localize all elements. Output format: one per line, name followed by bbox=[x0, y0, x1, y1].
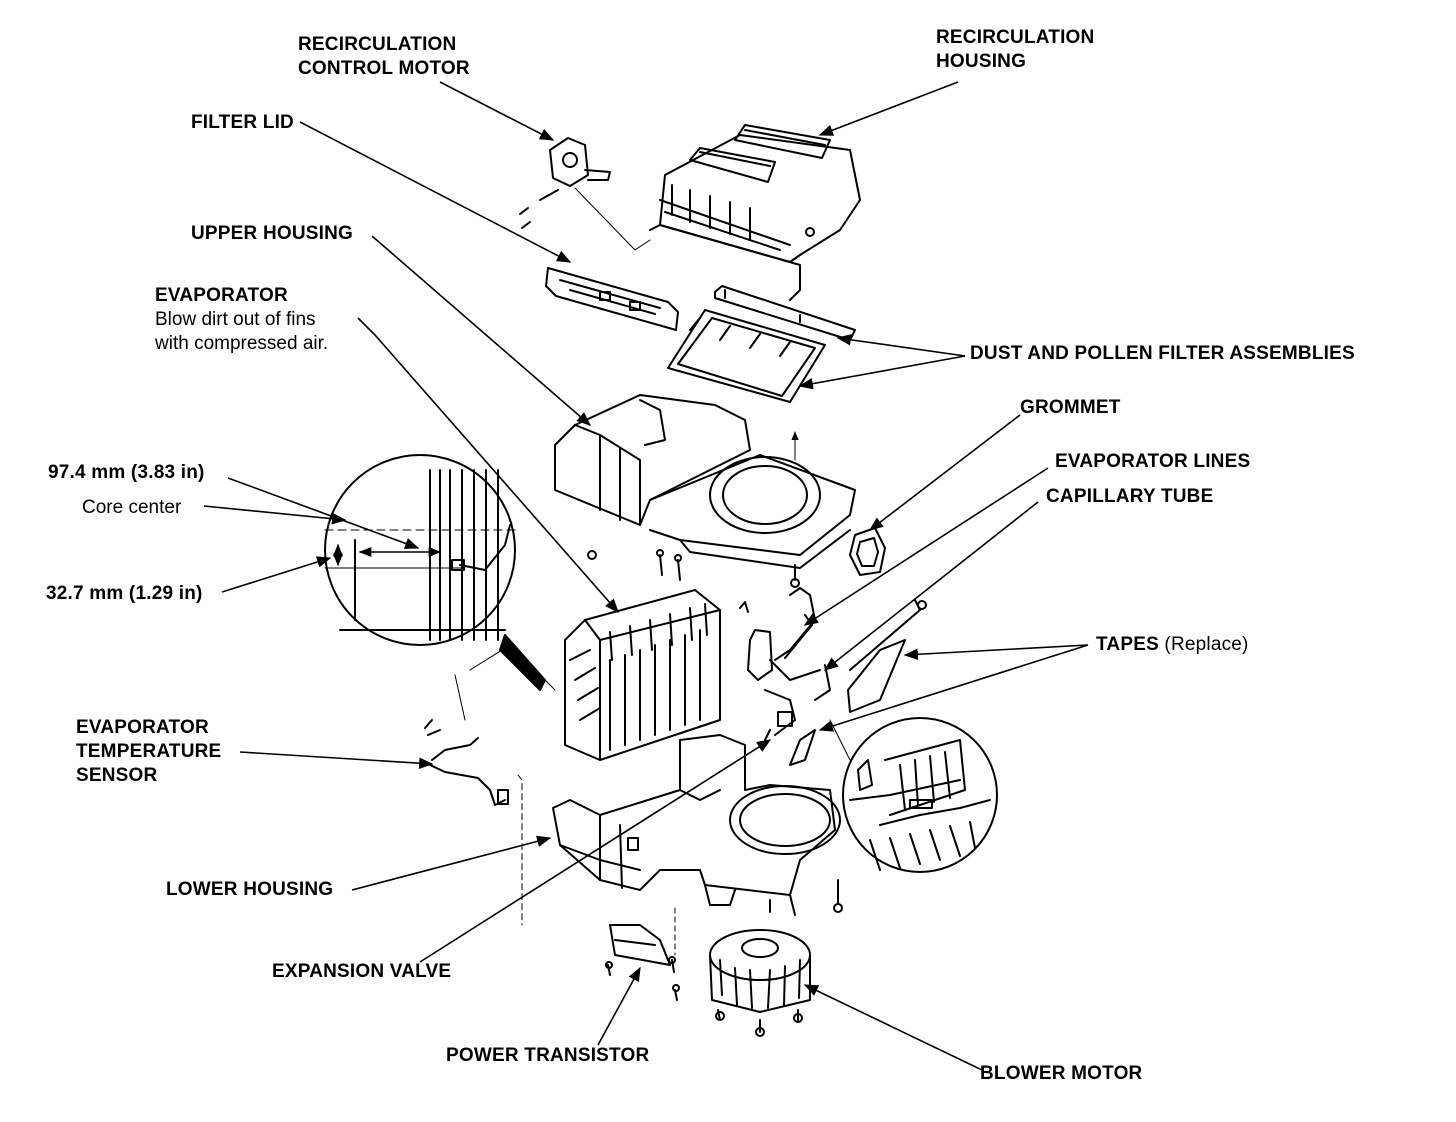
tape-upper bbox=[847, 639, 906, 713]
label-recirculation-housing: RECIRCULATION HOUSING bbox=[936, 26, 1094, 74]
lower-housing-part bbox=[552, 734, 843, 916]
evaporator-temperature-sensor-part bbox=[424, 674, 523, 926]
evaporator-core bbox=[564, 589, 749, 761]
label-line: TEMPERATURE bbox=[76, 741, 222, 762]
label-line: SENSOR bbox=[76, 765, 158, 786]
label-dimension-97-4: 97.4 mm (3.83 in) bbox=[48, 462, 205, 483]
core-center-detail-circle bbox=[324, 454, 556, 691]
recirculation-housing bbox=[649, 124, 861, 301]
recirculation-control-motor bbox=[519, 137, 651, 251]
capillary-detail-circle bbox=[829, 717, 998, 873]
screws-upper bbox=[656, 549, 800, 588]
note-line: Blow dirt out of fins bbox=[155, 309, 316, 330]
label-core-center: Core center bbox=[82, 497, 182, 518]
dust-pollen-filter-lower bbox=[667, 309, 826, 403]
label-power-transistor: POWER TRANSISTOR bbox=[446, 1045, 650, 1066]
label-dust-pollen-filter: DUST AND POLLEN FILTER ASSEMBLIES bbox=[970, 343, 1355, 364]
label-line: EVAPORATOR bbox=[76, 717, 209, 738]
blower-motor-part bbox=[709, 929, 811, 1037]
note-line: with compressed air. bbox=[155, 333, 329, 354]
label-blower-motor: BLOWER MOTOR bbox=[980, 1063, 1143, 1084]
label-lower-housing: LOWER HOUSING bbox=[166, 879, 334, 900]
filter-lid bbox=[545, 267, 679, 331]
label-dimension-32-7: 32.7 mm (1.29 in) bbox=[46, 583, 203, 604]
label-filter-lid: FILTER LID bbox=[191, 112, 294, 133]
label-recirculation-control-motor: RECIRCULATION CONTROL MOTOR bbox=[298, 33, 470, 81]
label-evaporator-lines: EVAPORATOR LINES bbox=[1055, 451, 1251, 472]
label-line: RECIRCULATION bbox=[936, 27, 1095, 48]
upper-housing bbox=[554, 394, 856, 569]
leader-lines bbox=[203, 81, 1089, 1071]
label-upper-housing: UPPER HOUSING bbox=[191, 223, 354, 244]
tape-lower bbox=[789, 729, 816, 766]
label-grommet: GROMMET bbox=[1020, 397, 1121, 418]
dust-pollen-filter-upper bbox=[714, 285, 856, 341]
grommet-part bbox=[849, 527, 886, 576]
label-line: RECIRCULATION bbox=[298, 34, 457, 55]
tapes-main-text: TAPES bbox=[1096, 634, 1159, 655]
tapes-sub-text: (Replace) bbox=[1164, 634, 1249, 655]
label-capillary-tube: CAPILLARY TUBE bbox=[1046, 486, 1214, 507]
label-expansion-valve: EXPANSION VALVE bbox=[272, 961, 452, 982]
power-transistor-part bbox=[605, 907, 680, 1001]
label-evaporator-temperature-sensor: EVAPORATOR TEMPERATURE SENSOR bbox=[76, 716, 221, 788]
label-evaporator: EVAPORATOR bbox=[155, 285, 288, 306]
label-line: HOUSING bbox=[936, 51, 1027, 72]
label-tapes: TAPES (Replace) bbox=[1096, 633, 1249, 657]
label-line: CONTROL MOTOR bbox=[298, 58, 470, 79]
evaporator-note: Blow dirt out of fins with compressed ai… bbox=[155, 308, 328, 356]
